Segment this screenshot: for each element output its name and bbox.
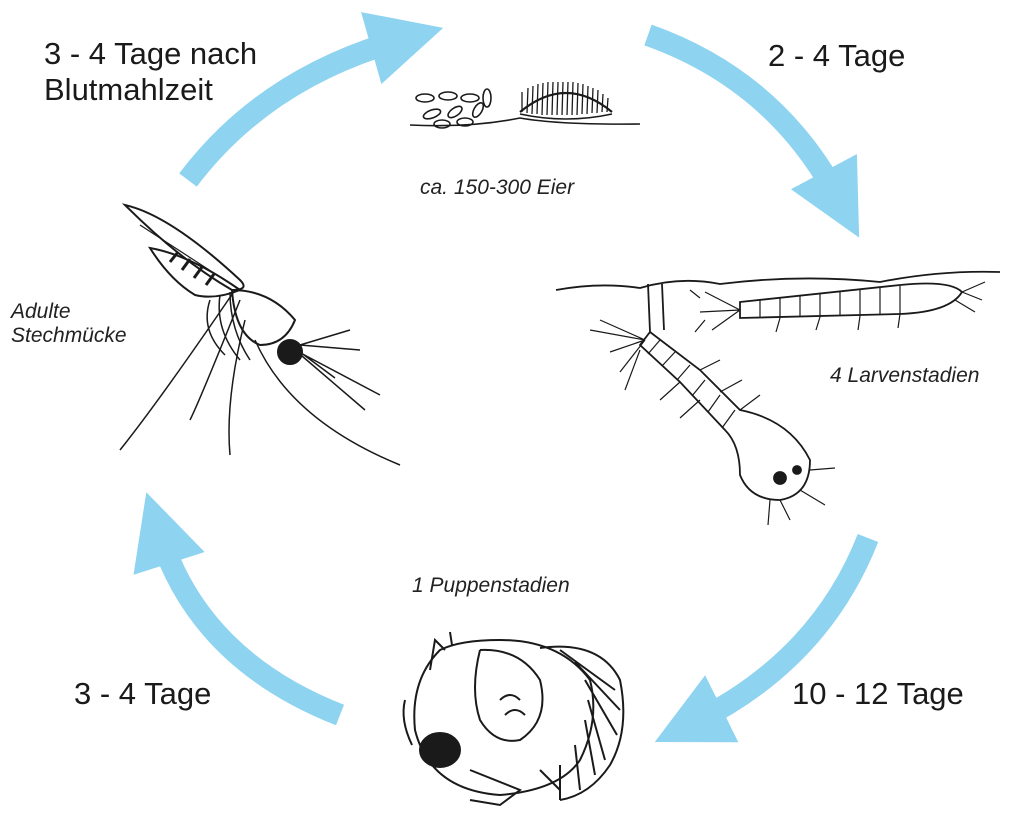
duration-pupa-to-adult: 3 - 4 Tage — [74, 676, 211, 712]
larvae-illustration — [556, 272, 1000, 525]
duration-larvae-to-pupa: 10 - 12 Tage — [792, 676, 964, 712]
duration-eggs-to-larvae: 2 - 4 Tage — [768, 38, 905, 74]
stage-adult-label-line1: Adulte — [11, 300, 127, 324]
adult-mosquito-illustration — [120, 205, 400, 465]
stage-eggs-label: ca. 150-300 Eier — [420, 176, 574, 200]
stage-adult-label-line2: Stechmücke — [11, 324, 127, 348]
duration-adult-to-eggs-line1: 3 - 4 Tage nach — [44, 36, 257, 72]
duration-adult-to-eggs-line2: Blutmahlzeit — [44, 72, 257, 108]
cycle-arrows — [160, 35, 868, 722]
stage-pupa-label: 1 Puppenstadien — [412, 574, 570, 598]
duration-adult-to-eggs: 3 - 4 Tage nach Blutmahlzeit — [44, 36, 257, 107]
pupa-illustration — [404, 632, 624, 805]
eggs-illustration — [410, 82, 640, 128]
stage-adult-label: Adulte Stechmücke — [11, 300, 127, 348]
stage-larvae-label: 4 Larvenstadien — [830, 364, 979, 388]
